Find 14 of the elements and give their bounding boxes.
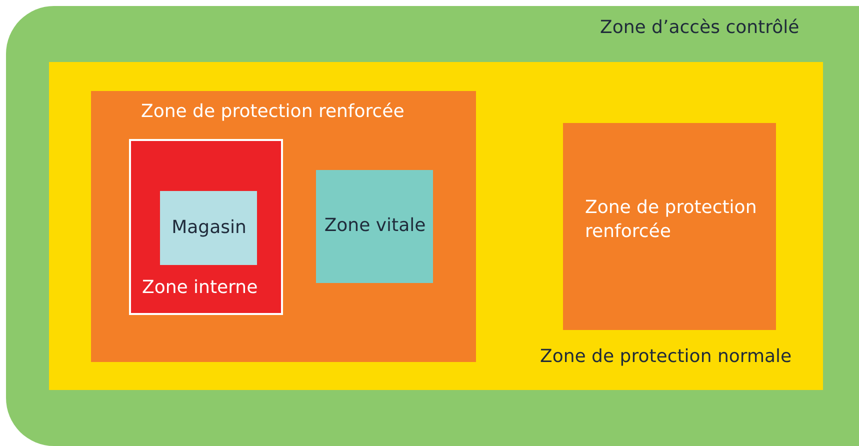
zone-label: Zone de protection renforcée	[585, 196, 758, 244]
zone-label: Zone vitale	[323, 214, 427, 238]
reinforced-protection-zone	[91, 91, 476, 362]
zone-label: Zone de protection renforcée	[141, 100, 406, 124]
reinforced-protection-zone	[563, 123, 776, 330]
zone-label: Zone interne	[142, 276, 259, 300]
internal-zone	[129, 139, 283, 315]
storage-box	[160, 191, 257, 265]
zone-label: Zone de protection normale	[540, 345, 793, 369]
normal-protection-zone	[49, 62, 823, 390]
vital-zone	[316, 170, 433, 283]
access-zone	[6, 6, 859, 446]
zone-label: Zone d’accès contrôlé	[600, 16, 800, 40]
zone-label: Magasin	[170, 216, 248, 240]
